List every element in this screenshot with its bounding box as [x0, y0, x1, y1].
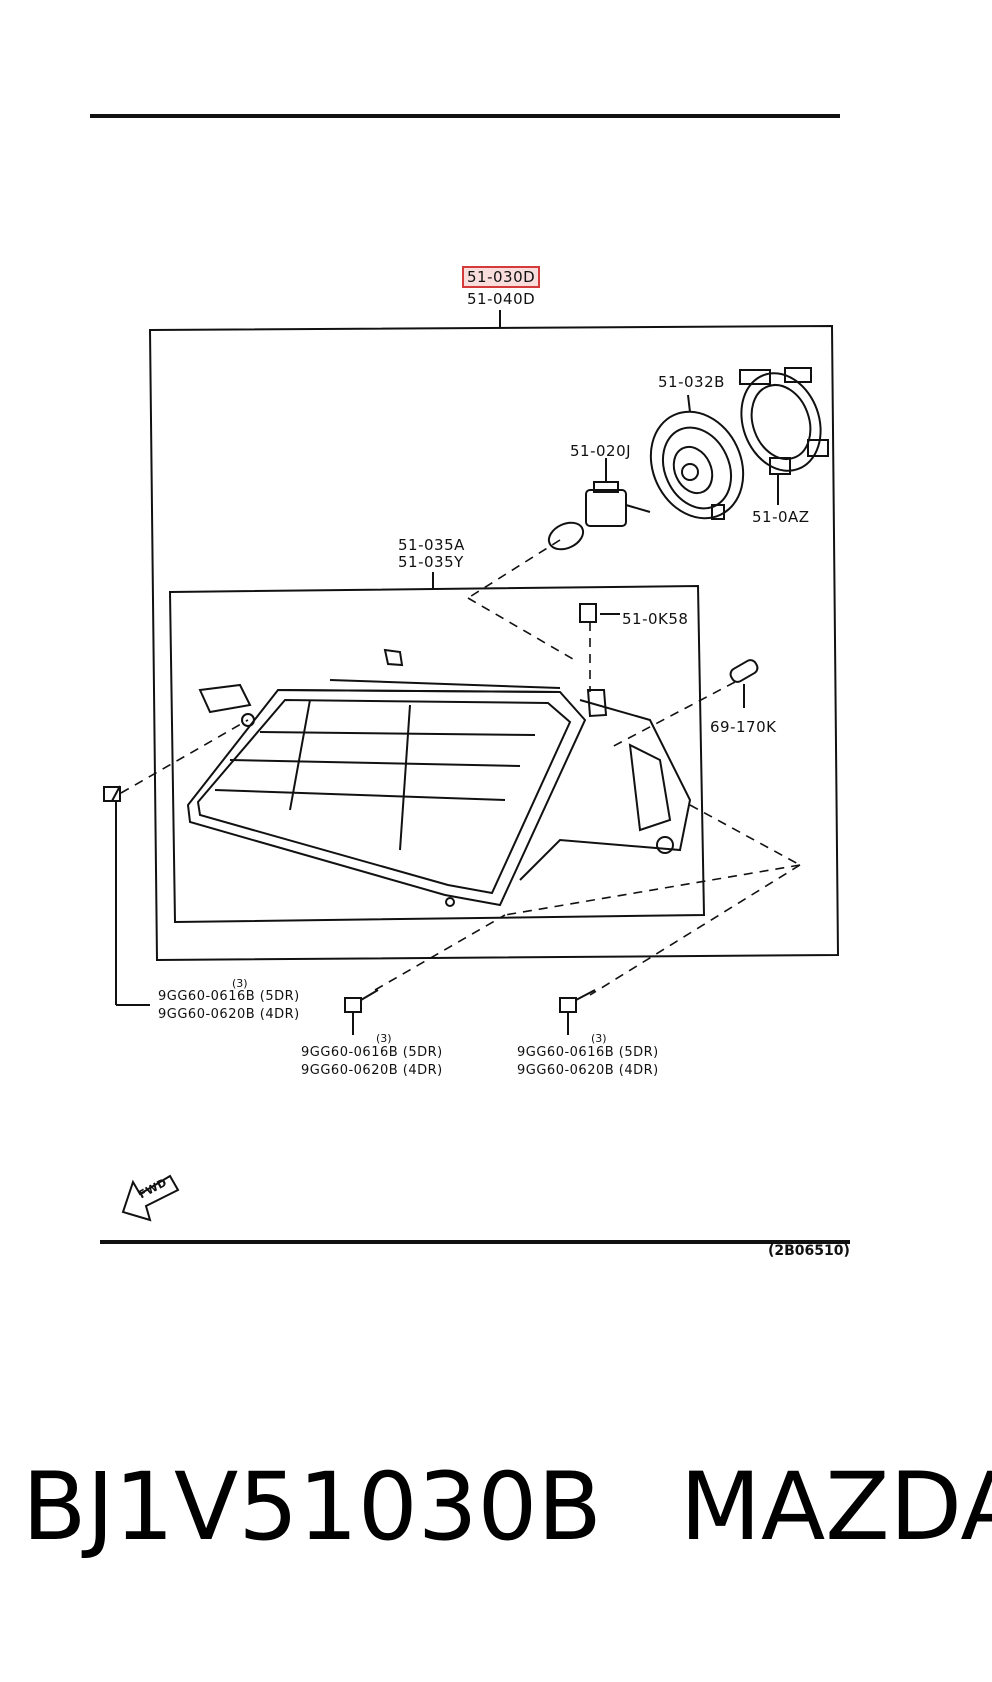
- callout-lens-a[interactable]: 51-035A: [398, 536, 465, 554]
- side-bulb-icon: [729, 659, 759, 708]
- callout-side-bulb[interactable]: 69-170K: [710, 718, 777, 736]
- bolt-right-line1[interactable]: 9GG60-0616B (5DR): [517, 1045, 659, 1060]
- fwd-arrow-icon: [121, 1174, 180, 1222]
- halogen-bulb-icon: [547, 458, 651, 551]
- bolt-left-qty: (3): [232, 977, 248, 990]
- brand-name: MAZDA: [679, 1453, 992, 1562]
- callout-retainer[interactable]: 51-0AZ: [752, 508, 810, 526]
- retainer-ring-icon: [739, 367, 829, 505]
- callout-lens-y[interactable]: 51-035Y: [398, 553, 464, 571]
- lens-frame: [168, 584, 706, 924]
- bolt-right-line2[interactable]: 9GG60-0620B (4DR): [517, 1063, 659, 1078]
- bolt-center-qty: (3): [376, 1032, 392, 1045]
- callout-bulb[interactable]: 51-020J: [570, 442, 632, 460]
- bolt-left-line1[interactable]: 9GG60-0616B (5DR): [158, 989, 300, 1004]
- bolt-center-line1[interactable]: 9GG60-0616B (5DR): [301, 1045, 443, 1060]
- bottom-rule: [100, 1240, 850, 1244]
- socket-icon: [649, 394, 745, 520]
- headlight-housing: [186, 648, 692, 907]
- callout-socket[interactable]: 51-032B: [658, 373, 725, 391]
- callout-assembly-highlighted[interactable]: 51-030D: [461, 266, 541, 288]
- assembly-frame: [148, 324, 840, 962]
- bolt-right-icon: [559, 989, 596, 1035]
- bolt-right-qty: (3): [591, 1032, 607, 1045]
- headlight-exploded-diagram: [103, 310, 840, 1222]
- top-rule: [90, 114, 840, 118]
- diagram-reference: (2B06510): [768, 1243, 850, 1259]
- part-number: BJ1V51030B: [22, 1453, 602, 1562]
- clip-icon: [579, 603, 620, 623]
- bolt-left-icon: [103, 785, 150, 1006]
- bolt-center-line2[interactable]: 9GG60-0620B (4DR): [301, 1063, 443, 1078]
- bolt-left-line2[interactable]: 9GG60-0620B (4DR): [158, 1007, 300, 1022]
- callout-clip[interactable]: 51-0K58: [622, 610, 689, 628]
- callout-assembly-alt[interactable]: 51-040D: [467, 290, 536, 308]
- assembly-guides: [120, 539, 801, 996]
- bolt-center-icon: [344, 989, 379, 1035]
